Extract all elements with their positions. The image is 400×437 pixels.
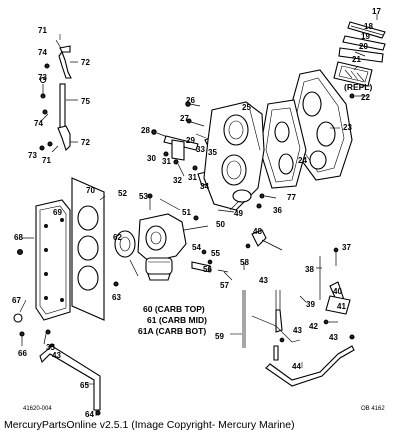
callout-73: 73: [28, 151, 37, 160]
air-silencer-assembly: [13, 177, 105, 349]
callout-64: 64: [85, 410, 94, 419]
callout-70: 70: [86, 186, 95, 195]
callout-21: 21: [352, 55, 361, 64]
callout-33: 33: [196, 145, 205, 154]
callout-35: 35: [208, 148, 217, 157]
carb-note-mid: 61 (CARB MID): [147, 315, 207, 325]
callout-71: 71: [38, 26, 47, 35]
callout-74: 74: [34, 119, 43, 128]
callout-51: 51: [182, 208, 191, 217]
callout-43: 43: [293, 326, 302, 335]
carburetor-assembly: [113, 193, 283, 348]
callout-19: 19: [361, 32, 370, 41]
callout-49: 49: [234, 209, 243, 218]
repl-note: (REPL): [344, 82, 373, 92]
callout-67: 67: [12, 296, 21, 305]
callout-77: 77: [287, 193, 296, 202]
callout-41: 41: [337, 302, 346, 311]
callout-38: 38: [305, 265, 314, 274]
callout-53: 53: [139, 192, 148, 201]
callout-43: 43: [52, 351, 61, 360]
callout-31: 31: [188, 173, 197, 182]
carb-note-bot: 61A (CARB BOT): [138, 326, 206, 336]
callout-72: 72: [81, 138, 90, 147]
linkage-assembly-right: [251, 247, 355, 387]
callout-63: 63: [112, 293, 121, 302]
callout-24: 24: [298, 156, 307, 165]
linkage-rod-assembly: [39, 39, 78, 153]
image-copyright-footer: MercuryPartsOnline v2.5.1 (Image Copyrig…: [4, 419, 295, 431]
callout-27: 27: [180, 114, 189, 123]
callout-23: 23: [343, 123, 352, 132]
callout-39: 39: [306, 300, 315, 309]
callout-56: 56: [203, 265, 212, 274]
intake-manifold-assembly: [151, 101, 277, 213]
callout-43: 43: [329, 333, 338, 342]
callout-75: 75: [81, 97, 90, 106]
callout-43: 43: [259, 276, 268, 285]
callout-58: 58: [240, 258, 249, 267]
callout-55: 55: [211, 249, 220, 258]
callout-31: 31: [162, 157, 171, 166]
callout-36: 36: [273, 206, 282, 215]
callout-65: 65: [80, 381, 89, 390]
drawing-number-right: OB 4162: [361, 406, 385, 412]
callout-30: 30: [147, 154, 156, 163]
callout-20: 20: [359, 42, 368, 51]
callout-66: 66: [18, 349, 27, 358]
callout-69: 69: [53, 208, 62, 217]
callout-50: 50: [216, 220, 225, 229]
callout-34: 34: [200, 182, 209, 191]
callout-35: 35: [46, 343, 55, 352]
drawing-number-left: 41620-004: [23, 406, 52, 412]
callout-17: 17: [372, 7, 381, 16]
callout-74: 74: [38, 48, 47, 57]
fuel-hose: [39, 345, 101, 416]
leader-lines: [19, 34, 370, 385]
callout-68: 68: [14, 233, 23, 242]
carb-note-top: 60 (CARB TOP): [143, 304, 205, 314]
callout-29: 29: [186, 136, 195, 145]
callout-37: 37: [342, 243, 351, 252]
callout-28: 28: [141, 126, 150, 135]
callout-59: 59: [215, 332, 224, 341]
reed-valve-assembly: [259, 14, 386, 189]
callout-40: 40: [333, 287, 342, 296]
callout-32: 32: [173, 176, 182, 185]
callout-25: 25: [242, 103, 251, 112]
callout-73: 73: [38, 73, 47, 82]
callout-22: 22: [361, 93, 370, 102]
callout-48: 48: [253, 227, 262, 236]
callout-44: 44: [292, 362, 301, 371]
callout-52: 52: [118, 189, 127, 198]
callout-26: 26: [186, 96, 195, 105]
callout-62: 62: [113, 233, 122, 242]
callout-54: 54: [192, 243, 201, 252]
callout-72: 72: [81, 58, 90, 67]
callout-18: 18: [364, 22, 373, 31]
callout-42: 42: [309, 322, 318, 331]
callout-57: 57: [220, 281, 229, 290]
callout-71: 71: [42, 156, 51, 165]
